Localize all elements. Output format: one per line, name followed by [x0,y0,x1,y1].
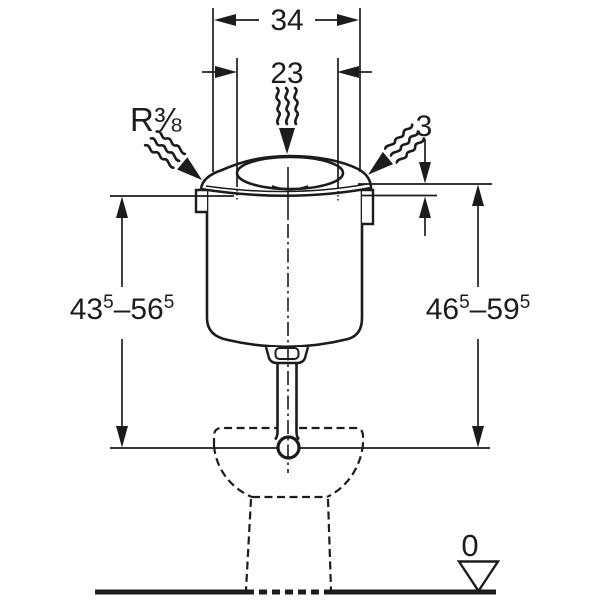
flush-valve-funnel [264,346,310,365]
datum-triangle-icon [456,560,501,594]
arrowhead-left [215,66,237,78]
actuation-arrow-center [275,86,299,154]
dim-outer-width: 34 [212,4,361,172]
dim-height-left: 435–565 [70,196,175,448]
dim-height-right: 465–595 [426,184,531,448]
bowl-pedestal-left [244,498,253,591]
squiggle-lines [275,86,299,126]
dim-outer-width-label: 34 [270,4,303,37]
squiggle-lines [143,130,187,169]
squiggle-lines [383,123,426,164]
arrowhead-up [419,196,431,218]
dim-height-left-label: 435–565 [70,292,175,326]
bowl-pedestal-right [326,498,333,591]
water-connection-left [194,188,207,214]
dim-lid-offset: 3 [416,110,433,236]
flush-button [235,155,345,191]
arrowhead-down [419,162,431,184]
arrowhead-down [472,426,484,448]
arrowhead-right [337,66,359,78]
squiggle-arrowhead [368,151,394,175]
floor-datum-label: 0 [461,528,478,563]
dim-height-right-label: 465–595 [426,292,531,326]
floor-datum: 0 [456,528,501,594]
arrowhead-up [472,184,484,206]
flush-valve-seat [274,347,300,360]
arrowhead-left [214,14,236,26]
squiggle-arrowhead [279,128,295,154]
arrowhead-down [116,426,128,448]
supply-arrow-left [143,130,203,181]
squiggle-arrowhead [177,157,203,181]
arrowhead-up [116,196,128,218]
cistern-body [205,186,364,349]
arrowhead-right [337,14,359,26]
dim-inner-width: 23 [202,57,372,201]
supply-arrow-right [368,123,426,175]
flush-pipe [274,362,300,442]
flush-button-inner-arc [271,185,309,191]
water-connection-right [362,188,375,226]
dim-inner-width-label: 23 [270,57,303,90]
dim-lid-offset-label: 3 [416,110,433,143]
